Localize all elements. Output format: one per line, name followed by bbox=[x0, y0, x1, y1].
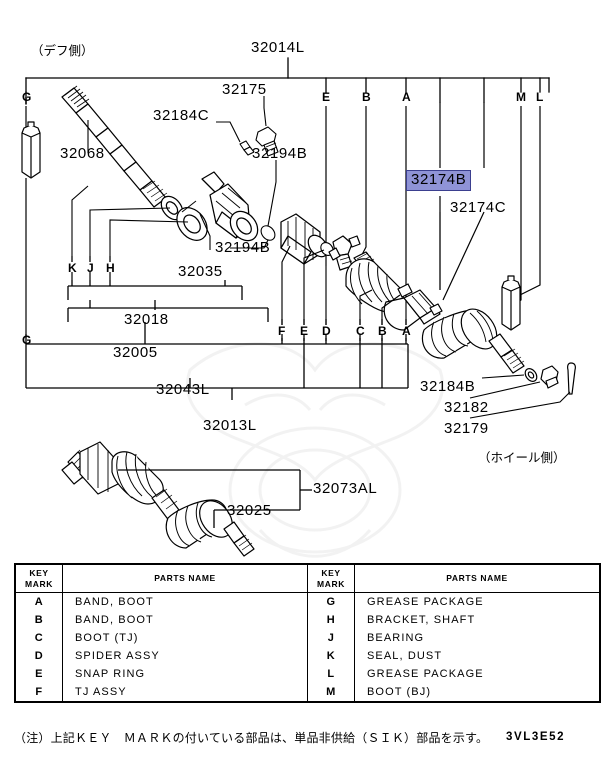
cell-name-left: SPIDER ASSY bbox=[62, 647, 308, 666]
part-number-32179: 32179 bbox=[444, 420, 489, 437]
header-key-mark-right: KEY MARK bbox=[307, 563, 355, 594]
key-marker-top-B: B bbox=[362, 90, 372, 104]
key-marker-bottom-F: F bbox=[278, 324, 286, 338]
part-number-32194B-mid: 32194B bbox=[215, 239, 271, 256]
part-number-32068: 32068 bbox=[60, 145, 105, 162]
key-marker-bottom-A: A bbox=[402, 324, 412, 338]
part-number-32025: 32025 bbox=[227, 502, 272, 519]
table-row: E SNAP RING L GREASE PACKAGE bbox=[14, 665, 600, 684]
part-number-32174B-highlighted[interactable]: 32174B bbox=[406, 170, 472, 191]
header-mark-line2-right: MARK bbox=[317, 578, 345, 589]
cell-key-left: E bbox=[14, 665, 63, 684]
cell-key-right: H bbox=[307, 611, 355, 630]
part-number-32014L: 32014L bbox=[251, 39, 305, 56]
table-row: B BAND, BOOT H BRACKET, SHAFT bbox=[14, 611, 600, 630]
sik-note: （注）上記ＫＥＹ ＭＡＲＫの付いている部品は、単品非供給（ＳＩＫ）部品を示す。 bbox=[14, 731, 489, 745]
cell-key-left: A bbox=[14, 592, 63, 612]
key-marker-J: J bbox=[87, 261, 95, 275]
key-marker-bottom-C: C bbox=[356, 324, 366, 338]
cell-name-left: SNAP RING bbox=[62, 665, 308, 684]
header-key-line1: KEY bbox=[29, 568, 49, 578]
table-row: D SPIDER ASSY K SEAL, DUST bbox=[14, 647, 600, 666]
key-marker-top-L: L bbox=[536, 90, 544, 104]
key-marker-bottom-B: B bbox=[378, 324, 388, 338]
key-marker-bottom-E: E bbox=[300, 324, 309, 338]
key-marker-top-M: M bbox=[516, 90, 527, 104]
part-number-32073AL: 32073AL bbox=[313, 480, 378, 497]
table-header-row: KEY MARK PARTS NAME KEY MARK PARTS NAME bbox=[14, 563, 601, 594]
key-marker-bottom-D: D bbox=[322, 324, 332, 338]
part-number-32013L: 32013L bbox=[203, 417, 257, 434]
cell-name-left: BAND, BOOT bbox=[62, 611, 308, 630]
cell-key-left: F bbox=[14, 683, 63, 703]
key-marker-bottom-G: G bbox=[22, 333, 32, 347]
part-number-32182: 32182 bbox=[444, 399, 489, 416]
header-mark-line2: MARK bbox=[25, 578, 53, 589]
wheel-side-label: （ホイール側） bbox=[478, 450, 566, 465]
table-row: F TJ ASSY M BOOT (BJ) bbox=[14, 683, 600, 703]
exploded-view-drawing bbox=[21, 57, 576, 557]
drawing-code: 3VL3E52 bbox=[506, 731, 566, 743]
diff-side-label: （デフ側） bbox=[31, 43, 94, 58]
cell-name-right: BEARING bbox=[367, 632, 425, 645]
header-key-line1-right: KEY bbox=[321, 568, 341, 578]
part-number-32184C: 32184C bbox=[153, 107, 210, 124]
table-row: C BOOT (TJ) J BEARING bbox=[14, 629, 600, 648]
cell-name-right: BOOT (BJ) bbox=[367, 686, 432, 699]
part-number-32194B-top: 32194B bbox=[252, 145, 308, 162]
part-number-32184B: 32184B bbox=[420, 378, 476, 395]
cell-key-right: K bbox=[307, 647, 355, 666]
cell-key-right: L bbox=[307, 665, 355, 684]
cell-name-right: SEAL, DUST bbox=[367, 650, 443, 663]
part-number-32174C: 32174C bbox=[450, 199, 507, 216]
part-number-32043L: 32043L bbox=[156, 381, 210, 398]
key-marker-K: K bbox=[68, 261, 78, 275]
key-marker-top-A: A bbox=[402, 90, 412, 104]
cell-key-right: M bbox=[307, 683, 355, 703]
cell-name-right: GREASE PACKAGE bbox=[367, 668, 484, 681]
parts-legend-table: KEY MARK PARTS NAME KEY MARK PARTS NAME … bbox=[14, 563, 601, 704]
part-number-32175: 32175 bbox=[222, 81, 267, 98]
cell-key-right: G bbox=[307, 592, 355, 612]
cell-key-left: C bbox=[14, 629, 63, 648]
key-marker-H: H bbox=[106, 261, 116, 275]
key-marker-top-G: G bbox=[22, 90, 32, 104]
cell-key-right: J bbox=[307, 629, 355, 648]
header-parts-name-left: PARTS NAME bbox=[62, 563, 308, 594]
part-number-32005: 32005 bbox=[113, 344, 158, 361]
cell-name-left: BAND, BOOT bbox=[62, 592, 308, 612]
cell-name-right: BRACKET, SHAFT bbox=[367, 614, 476, 627]
header-parts-name-right: PARTS NAME bbox=[354, 563, 601, 594]
header-key-mark-left: KEY MARK bbox=[14, 563, 63, 594]
key-marker-top-E: E bbox=[322, 90, 331, 104]
cell-name-left: TJ ASSY bbox=[62, 683, 308, 703]
cell-name-left: BOOT (TJ) bbox=[62, 629, 308, 648]
cell-key-left: D bbox=[14, 647, 63, 666]
cell-key-left: B bbox=[14, 611, 63, 630]
table-row: A BAND, BOOT G GREASE PACKAGE bbox=[14, 592, 600, 612]
part-number-32018: 32018 bbox=[124, 311, 169, 328]
cell-name-right: GREASE PACKAGE bbox=[367, 596, 484, 609]
part-number-32035: 32035 bbox=[178, 263, 223, 280]
